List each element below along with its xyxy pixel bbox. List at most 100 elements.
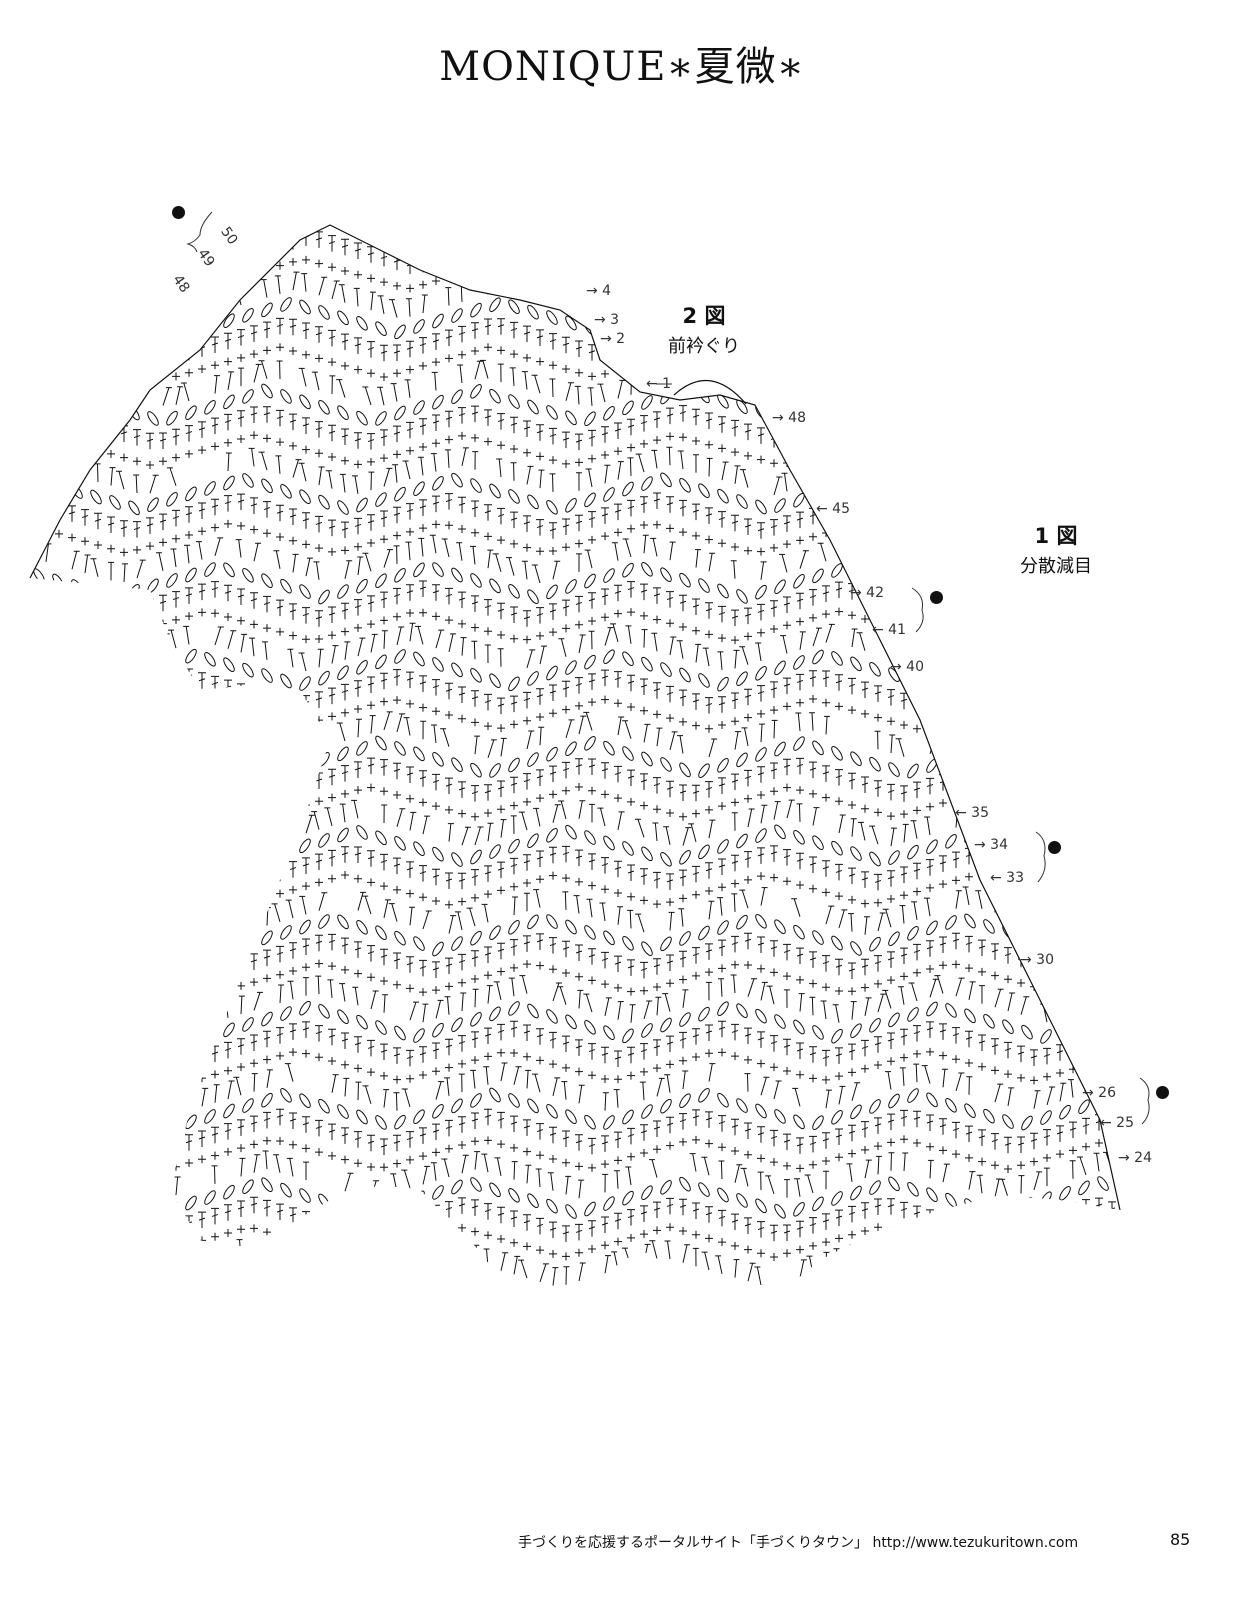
stitch-chain [850,314,862,329]
stitch-chain [983,498,995,514]
stitch-fan [195,717,203,737]
stitch-single-crochet [1095,1225,1103,1234]
stitch-chain [603,1196,615,1211]
stitch-chain [470,762,482,778]
stitch-fan [1003,631,1010,651]
stitch-fan [525,1069,532,1089]
stitch-fan [812,627,822,647]
stitch-single-crochet [562,365,570,373]
stitch-fan [457,364,464,384]
stitch-fan [388,299,398,318]
stitch-fan [832,1004,840,1023]
stitch-double-crochet [68,410,76,427]
stitch-single-crochet [796,1070,804,1079]
stitch-chain [679,572,691,588]
stitch-fan [324,807,333,826]
stitch-single-crochet [146,461,154,469]
stitch-double-crochet [614,671,622,688]
stitch-single-crochet [1069,275,1077,283]
stitch-chain [71,1088,83,1103]
stitch-double-crochet [614,422,622,439]
stitch-double-crochet [796,673,804,691]
stitch-double-crochet [289,1112,297,1129]
stitch-chain [280,762,292,778]
stitch-single-crochet [640,1067,648,1076]
stitch-single-crochet [666,979,674,988]
stitch-fan [1032,1252,1039,1272]
stitch-chain [622,746,634,761]
stitch-single-crochet [640,706,648,715]
stitch-single-crochet [198,700,206,709]
stitch-chain [432,1103,444,1119]
stitch-fan [1038,458,1048,478]
stitch-double-crochet [172,250,180,267]
stitch-single-crochet [549,456,557,465]
stitch-double-crochet [107,1215,115,1232]
stitch-double-crochet [705,1024,713,1041]
stitch-fan [303,1161,310,1181]
stitch-single-crochet [393,612,401,621]
stitch-fan [128,1173,138,1192]
stitch-double-crochet [224,584,232,602]
stitch-double-crochet [354,941,362,958]
stitch-double-crochet [211,336,219,353]
stitch-chain [166,1020,178,1036]
stitch-chain [147,316,159,331]
stitch-double-crochet [30,247,37,264]
stitch-single-crochet [419,1152,427,1161]
stitch-single-crochet [263,1055,271,1064]
stitch-single-crochet [692,809,700,818]
stitch-single-crochet [926,633,934,642]
stitch-double-crochet [263,868,271,885]
stitch-single-crochet [159,784,167,793]
stitch-fan [227,819,234,839]
stitch-chain [299,1188,311,1203]
stitch-double-crochet [146,243,154,260]
stitch-single-crochet [861,983,869,992]
stitch-single-crochet [211,280,219,289]
stitch-fan [435,629,445,649]
stitch-fan [954,278,961,298]
stitch-double-crochet [380,1043,388,1061]
stitch-single-crochet [94,881,102,890]
stitch-chain [109,305,121,321]
stitch-single-crochet [549,790,557,799]
stitch-double-crochet [718,858,726,875]
stitch-single-crochet [315,544,323,553]
stitch-single-crochet [848,987,856,996]
stitch-chain [13,657,27,674]
stitch-double-crochet [445,957,453,975]
stitch-single-crochet [237,353,245,362]
stitch-single-crochet [107,1243,115,1252]
stitch-single-crochet [679,433,687,442]
stitch-double-crochet [458,244,466,262]
stitch-single-crochet [367,973,375,982]
stitch-single-crochet [354,270,362,279]
stitch-single-crochet [822,1075,830,1084]
stitch-single-crochet [289,347,297,355]
stitch-double-crochet [575,1223,583,1241]
stitch-single-crochet [1056,800,1064,809]
stitch-single-crochet [328,263,336,272]
stitch-chain [622,1109,634,1125]
stitch-double-crochet [887,783,895,801]
stitch-chain [451,1017,463,1033]
stitch-double-crochet [887,951,895,968]
stitch-double-crochet [718,511,726,528]
stitch-single-crochet [718,1048,726,1057]
stitch-chain [1078,390,1090,405]
stitch-fan [276,360,283,380]
stitch-double-crochet [393,506,401,524]
stitch-chain [888,1012,900,1028]
stitch-double-crochet [445,410,453,428]
stitch-fan [955,977,965,997]
stitch-single-crochet [263,812,271,821]
stitch-double-crochet [393,425,401,443]
stitch-fan [90,1162,99,1181]
stitch-fan [1077,285,1087,304]
stitch-single-crochet [30,522,37,531]
stitch-single-crochet [991,971,999,980]
stitch-single-crochet [1056,1231,1064,1240]
stitch-chain [698,1182,710,1197]
stitch-fan [368,471,375,491]
